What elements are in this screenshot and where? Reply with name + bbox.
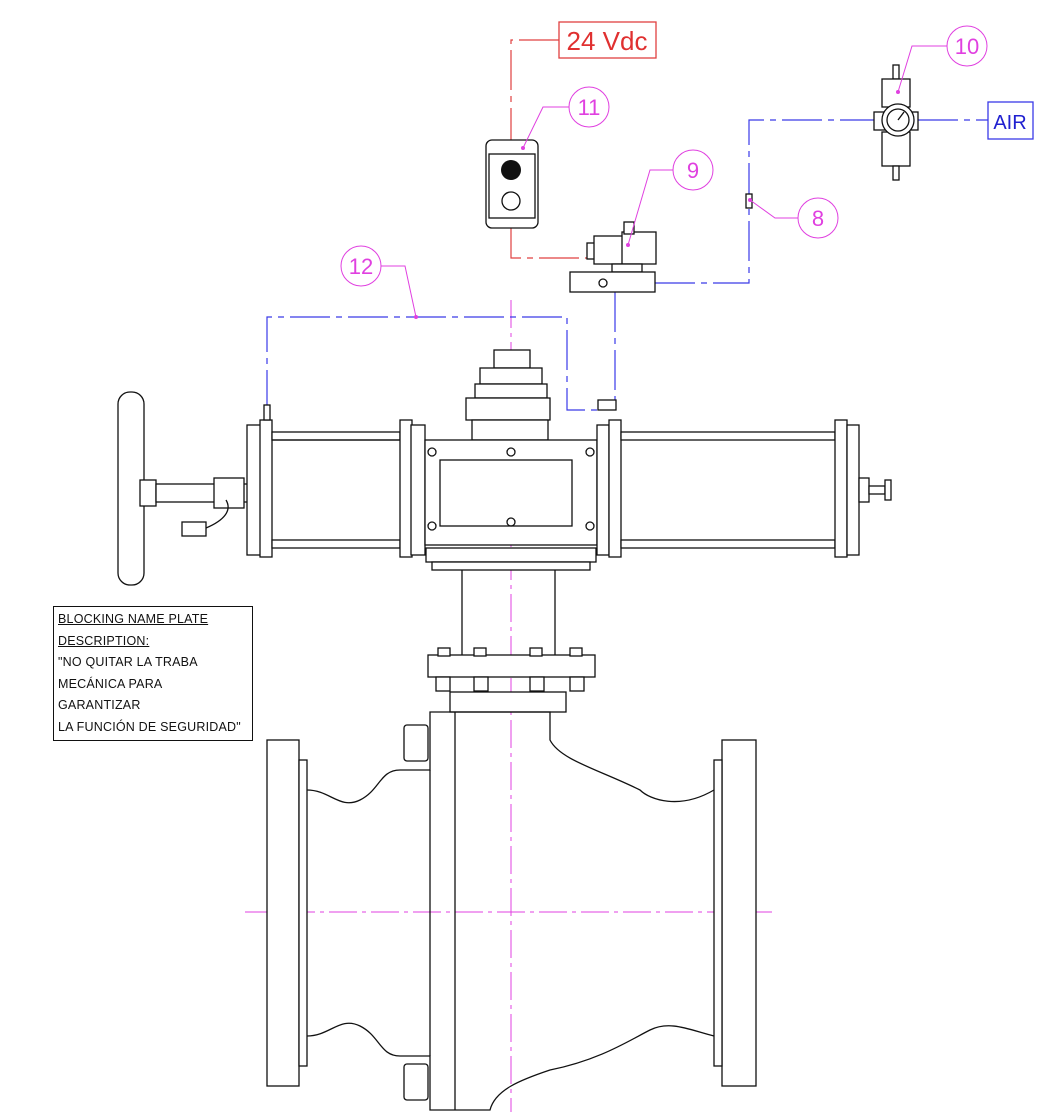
name-plate-line: MECÁNICA PARA GARANTIZAR [58,676,162,713]
balloon-9-label: 9 [687,158,699,183]
pushbutton-station [485,139,539,229]
name-plate-subtitle: DESCRIPTION: [58,633,150,648]
balloon-8: 8 [748,197,839,239]
voltage-box [558,21,657,59]
mounting-bracket [425,547,597,713]
air-line-12 [266,316,600,411]
balloon-11: 11 [521,86,610,150]
balloon-10: 10 [896,25,988,94]
balloon-11-label: 11 [578,95,601,120]
balloon-12-label: 12 [349,254,373,279]
air-line-supply [655,119,880,284]
handwheel [117,391,257,586]
name-plate-line: "NO QUITAR LA TRABA [58,655,198,669]
pneumatic-actuator [246,349,892,558]
balloon-8-label: 8 [812,206,824,231]
blocking-name-plate: BLOCKING NAME PLATE DESCRIPTION: "NO QUI… [53,606,253,741]
balloon-9: 9 [626,149,714,247]
name-plate-line: LA FUNCIÓN DE SEGURIDAD" [58,719,241,734]
voltage-label: 24 Vdc [567,26,648,56]
air-label: AIR [993,112,1026,134]
filter-regulator [873,64,919,181]
signal-wire [510,228,590,259]
power-wire [510,39,559,140]
balloon-10-label: 10 [955,34,979,59]
solenoid-valve [569,221,657,293]
name-plate-title: BLOCKING NAME PLATE [58,612,209,626]
ball-valve-body [266,711,757,1111]
air-box [987,101,1034,140]
balloon-12: 12 [340,245,418,319]
